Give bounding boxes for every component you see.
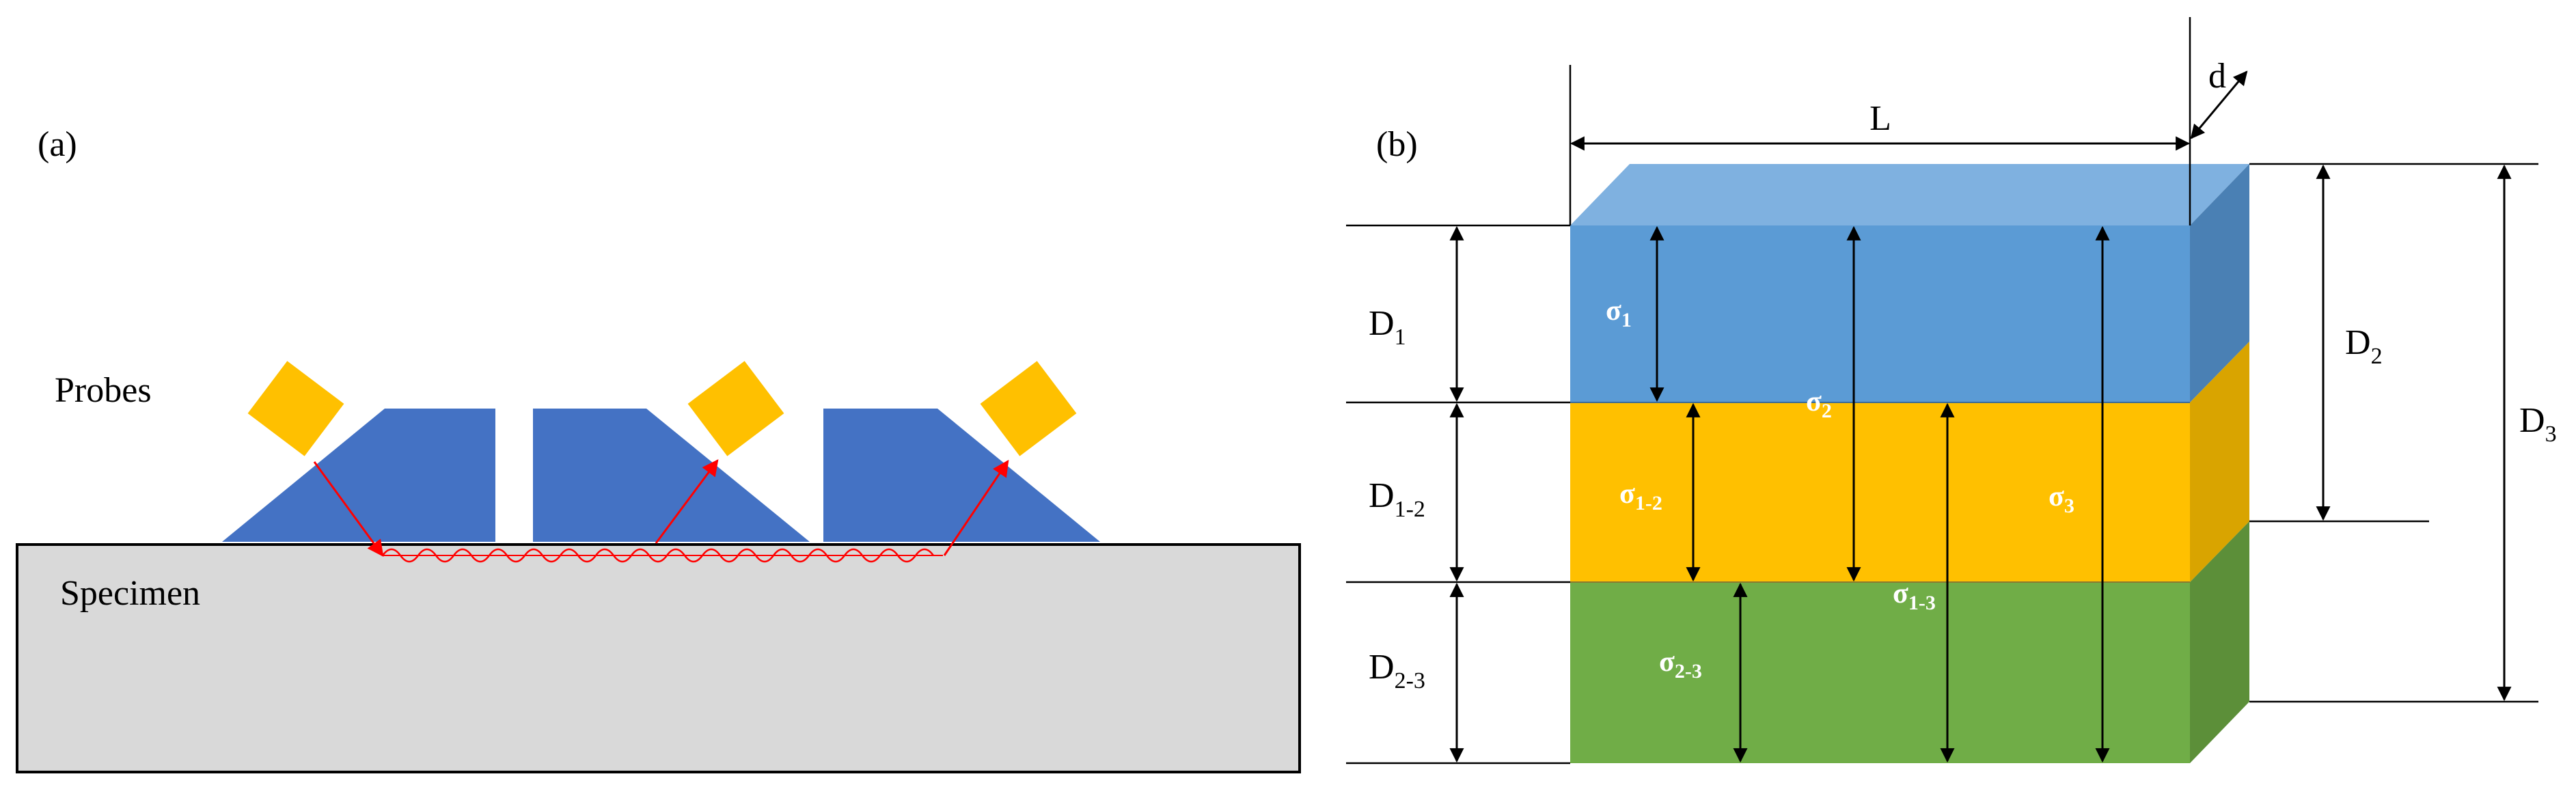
D3-label: D3 [2519,401,2557,447]
layer-2-side [2190,342,2249,582]
reception-ray-right [943,460,1009,556]
wedge-right [823,409,1100,542]
surface-wave [381,548,935,563]
layer-1-side [2190,164,2249,402]
probe-right [980,361,1077,456]
specimen-block [16,543,1301,773]
panel-b: (b) L d [1346,17,2557,765]
wedge-middle [533,409,810,542]
incident-ray [313,461,384,557]
D1-label: D1 [1369,304,1406,350]
sigma-2-label: σ2 [1806,386,1832,422]
sigma-1-3-label: σ1-3 [1893,578,1936,614]
probes-label: Probes [55,371,152,410]
D2-label: D2 [2345,323,2383,369]
d-dimension-arrow [2190,70,2248,139]
L-label: L [1869,99,1891,138]
layer-1-front [1570,225,2190,402]
panel-b-tag: (b) [1376,125,1418,164]
reception-ray-middle [655,459,719,544]
specimen-label: Specimen [60,574,200,613]
panel-a: (a) Probes Specimen [16,125,1301,773]
sigma-1-label: σ1 [1606,295,1632,331]
layer-3-side [2190,521,2249,763]
layer-3-front [1570,582,2190,763]
panel-a-tag: (a) [38,125,77,164]
probe-middle [687,361,784,456]
d-label: d [2208,57,2226,96]
probe-left [247,361,344,456]
D12-label: D1-2 [1369,476,1425,522]
wedge-left [222,409,495,542]
block-top-face [1570,164,2249,225]
layer-2-front [1570,402,2190,582]
sigma-2-3-label: σ2-3 [1659,646,1702,683]
sigma-1-2-label: σ1-2 [1619,478,1662,514]
sigma-3-label: σ3 [2049,481,2074,517]
D23-label: D2-3 [1369,648,1425,693]
